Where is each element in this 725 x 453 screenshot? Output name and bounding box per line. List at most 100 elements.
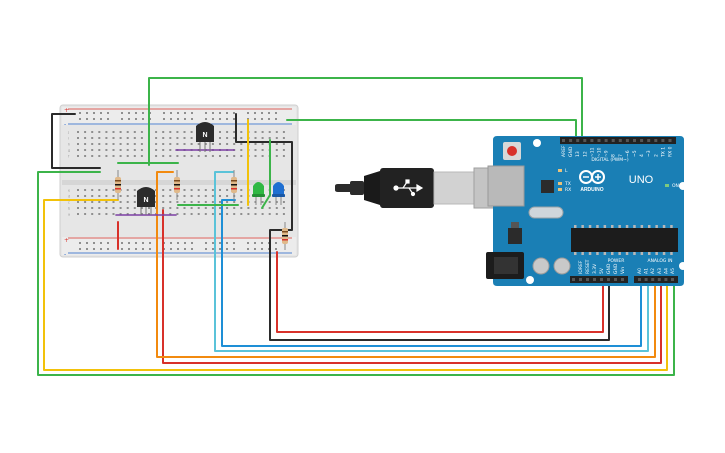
header-pin[interactable] xyxy=(590,139,594,142)
digital-header[interactable] xyxy=(560,137,676,144)
rail-hole xyxy=(128,112,130,114)
header-holes xyxy=(562,139,674,281)
breadboard-hole xyxy=(112,201,115,203)
breadboard-hole xyxy=(105,189,108,191)
rail-hole xyxy=(86,112,88,114)
breadboard-hole xyxy=(98,213,101,215)
breadboard-hole xyxy=(275,149,278,151)
header-pin[interactable] xyxy=(604,139,608,142)
header-pin[interactable] xyxy=(611,139,615,142)
breadboard-hole xyxy=(84,155,87,157)
breadboard-hole xyxy=(91,195,94,197)
breadboard-hole xyxy=(190,137,193,139)
breadboard-hole xyxy=(133,137,136,139)
header-pin[interactable] xyxy=(633,139,636,142)
breadboard-hole xyxy=(119,201,122,203)
wire-red-a3[interactable] xyxy=(162,209,662,364)
pin-label: RESET xyxy=(585,259,591,274)
header-pin[interactable] xyxy=(583,139,587,142)
breadboard-hole xyxy=(275,143,278,145)
rail-hole xyxy=(268,112,270,114)
breadboard-hole xyxy=(233,131,236,133)
header-pin[interactable] xyxy=(654,139,658,142)
wire-green-top[interactable] xyxy=(148,77,583,166)
breadboard-hole xyxy=(91,213,94,215)
breadboard-hole xyxy=(240,189,243,191)
header-pin[interactable] xyxy=(618,139,622,142)
wire-green-a5[interactable] xyxy=(37,171,675,376)
header-pin[interactable] xyxy=(640,139,644,142)
header-pin[interactable] xyxy=(597,139,601,142)
power-header[interactable] xyxy=(570,276,628,283)
wire-black-gnd[interactable] xyxy=(235,113,610,341)
rail-hole xyxy=(254,242,256,244)
header-pin[interactable] xyxy=(644,278,648,281)
wire-green-rail[interactable] xyxy=(286,119,577,140)
header-pin[interactable] xyxy=(647,139,651,142)
header-pin[interactable] xyxy=(621,278,624,281)
breadboard-hole xyxy=(105,143,108,145)
header-pin[interactable] xyxy=(657,278,661,281)
header-pin[interactable] xyxy=(572,278,575,281)
chip-pin xyxy=(670,225,673,228)
header-pin[interactable] xyxy=(576,139,580,142)
wire-red-5v[interactable] xyxy=(276,251,604,333)
header-pin[interactable] xyxy=(569,139,573,142)
resistor-1[interactable] xyxy=(115,170,121,200)
breadboard-hole xyxy=(169,149,172,151)
rail-hole xyxy=(100,242,102,244)
chip-pin xyxy=(618,252,621,255)
rail-hole xyxy=(233,248,235,250)
header-pin[interactable] xyxy=(638,278,641,281)
header-pin[interactable] xyxy=(614,278,617,281)
header-pin[interactable] xyxy=(607,278,610,281)
resistor-2[interactable] xyxy=(174,170,180,200)
chip-pin xyxy=(603,225,607,228)
row-letter: c xyxy=(68,200,70,204)
breadboard-hole xyxy=(148,207,150,209)
header-pin[interactable] xyxy=(600,278,603,281)
header-pin[interactable] xyxy=(668,139,672,142)
breadboard-hole xyxy=(247,213,250,215)
rail-hole xyxy=(135,242,137,244)
resistor-3[interactable] xyxy=(231,170,237,200)
breadboard-hole xyxy=(98,143,101,145)
wire-black-left[interactable] xyxy=(51,113,101,169)
transistor-q1[interactable]: N xyxy=(196,122,214,152)
breadboard-hole xyxy=(91,131,94,133)
breadboard-hole xyxy=(148,213,150,215)
wire-orange-a2[interactable] xyxy=(156,171,656,358)
wire-green-short[interactable] xyxy=(261,139,271,209)
wire-cyan-a1[interactable] xyxy=(214,171,649,352)
led-green[interactable] xyxy=(252,182,265,205)
led-blue[interactable] xyxy=(272,182,285,205)
breadboard-hole xyxy=(98,149,101,151)
header-pin[interactable] xyxy=(625,139,629,142)
chip-pin xyxy=(640,225,644,228)
rail-hole xyxy=(177,118,179,120)
wire-blue-a0[interactable] xyxy=(221,199,642,347)
rail-hole xyxy=(219,248,221,250)
arduino-uno-board[interactable]: ARDUINO UNO DIGITAL (PWM~) POWER ANALOG … xyxy=(486,136,687,286)
rail-hole xyxy=(247,112,249,114)
rail-minus-sign-bottom: - xyxy=(64,251,66,258)
header-pin[interactable] xyxy=(579,278,582,281)
header-pin[interactable] xyxy=(651,278,655,281)
rail-hole xyxy=(86,242,88,244)
transistor-q1-label: N xyxy=(202,132,207,139)
header-pin[interactable] xyxy=(671,278,674,281)
header-pin[interactable] xyxy=(593,278,596,281)
breadboard-hole xyxy=(119,143,122,145)
breadboard-hole xyxy=(204,189,207,191)
breadboard-hole xyxy=(219,189,221,191)
header-pin[interactable] xyxy=(562,139,565,142)
row-letter: b xyxy=(68,206,71,210)
crystal xyxy=(528,206,564,219)
resistor-4[interactable] xyxy=(282,222,288,250)
header-pin[interactable] xyxy=(586,278,589,281)
wire-yellow-a4[interactable] xyxy=(43,199,668,371)
analog-header[interactable] xyxy=(634,276,678,283)
transistor-q2[interactable]: N xyxy=(137,187,155,215)
header-pin[interactable] xyxy=(661,139,665,142)
header-pin[interactable] xyxy=(664,278,668,281)
